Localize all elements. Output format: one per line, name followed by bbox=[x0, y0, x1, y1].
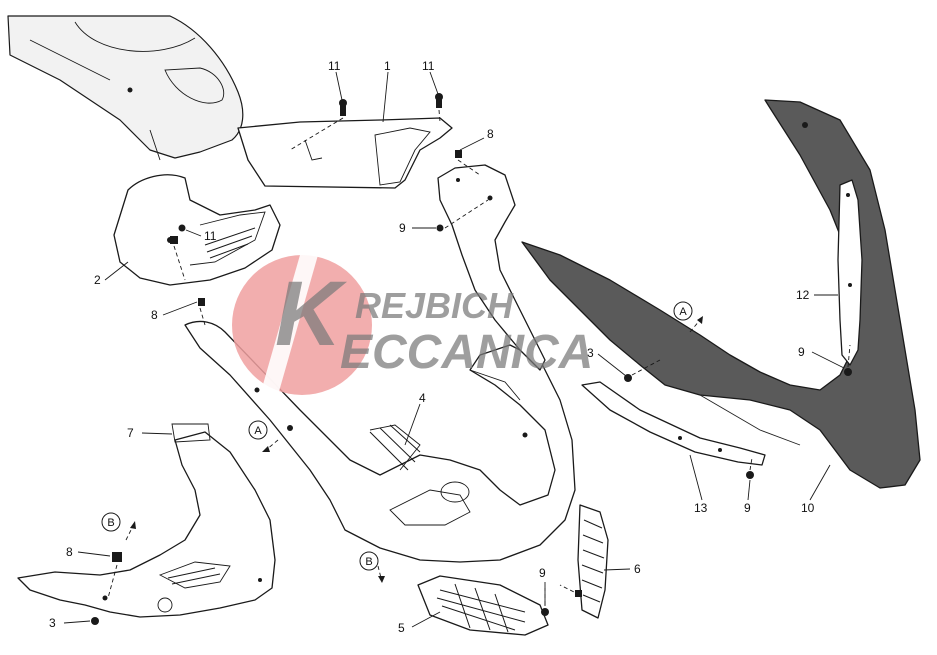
callout-3-bottom: 3 bbox=[49, 616, 56, 630]
leader-lines bbox=[63, 71, 845, 628]
callout-7: 7 bbox=[127, 426, 134, 440]
callout-9-top: 9 bbox=[399, 221, 406, 235]
callout-12: 12 bbox=[796, 288, 810, 302]
left-lower-fairing-part bbox=[17, 423, 276, 618]
watermark-line1: REJBICH bbox=[355, 285, 514, 326]
ref-marker-a1: A bbox=[248, 420, 279, 452]
callout-11-mid: 11 bbox=[204, 229, 217, 243]
main-lower-fairing-part bbox=[184, 320, 576, 563]
side-bracket-part bbox=[437, 164, 546, 371]
callout-1: 1 bbox=[384, 59, 391, 73]
inner-bracket-strip-part bbox=[837, 179, 863, 366]
callout-labels: 1 11 11 8 9 11 2 8 12 3 9 4 7 13 9 10 8 … bbox=[49, 59, 815, 635]
tank-cover-part bbox=[7, 15, 244, 161]
callout-11-top-left: 11 bbox=[328, 59, 341, 73]
callout-9-bottom-right: 9 bbox=[744, 501, 751, 515]
ref-label-a1: A bbox=[254, 425, 262, 437]
inner-fairing-part bbox=[113, 174, 281, 286]
watermark-k-glyph: K bbox=[275, 263, 348, 365]
watermark-line2: ECCANICA bbox=[340, 326, 593, 379]
vent-grille-lower-part bbox=[417, 575, 549, 636]
callout-8-bottom: 8 bbox=[66, 545, 73, 559]
callout-6: 6 bbox=[634, 562, 641, 576]
ref-marker-a2: A bbox=[673, 301, 703, 333]
callout-5: 5 bbox=[398, 621, 405, 635]
lower-strip-part bbox=[581, 381, 766, 466]
right-main-fairing-part bbox=[521, 99, 921, 489]
assembly-lines bbox=[107, 109, 851, 605]
watermark-logo: K REJBICH ECCANICA bbox=[232, 255, 593, 395]
callout-13: 13 bbox=[694, 501, 708, 515]
callout-3-right: 3 bbox=[587, 346, 594, 360]
ref-marker-b1: B bbox=[101, 512, 136, 541]
ref-marker-b2: B bbox=[359, 551, 385, 583]
ref-label-b2: B bbox=[365, 556, 372, 568]
callout-9-bottom: 9 bbox=[539, 566, 546, 580]
watermark-disc bbox=[232, 255, 372, 395]
callout-11-top-right: 11 bbox=[422, 59, 435, 73]
ref-label-a2: A bbox=[679, 306, 687, 318]
callout-8-mid: 8 bbox=[151, 308, 158, 322]
vent-grille-right-part bbox=[577, 504, 609, 619]
callout-4: 4 bbox=[419, 391, 426, 405]
ref-label-b1: B bbox=[107, 517, 114, 529]
callout-8-top: 8 bbox=[487, 127, 494, 141]
hardware-fasteners bbox=[91, 93, 852, 625]
callout-10: 10 bbox=[801, 501, 815, 515]
upper-side-panel-part bbox=[237, 117, 453, 189]
callout-9-right: 9 bbox=[798, 345, 805, 359]
callout-2: 2 bbox=[94, 273, 101, 287]
